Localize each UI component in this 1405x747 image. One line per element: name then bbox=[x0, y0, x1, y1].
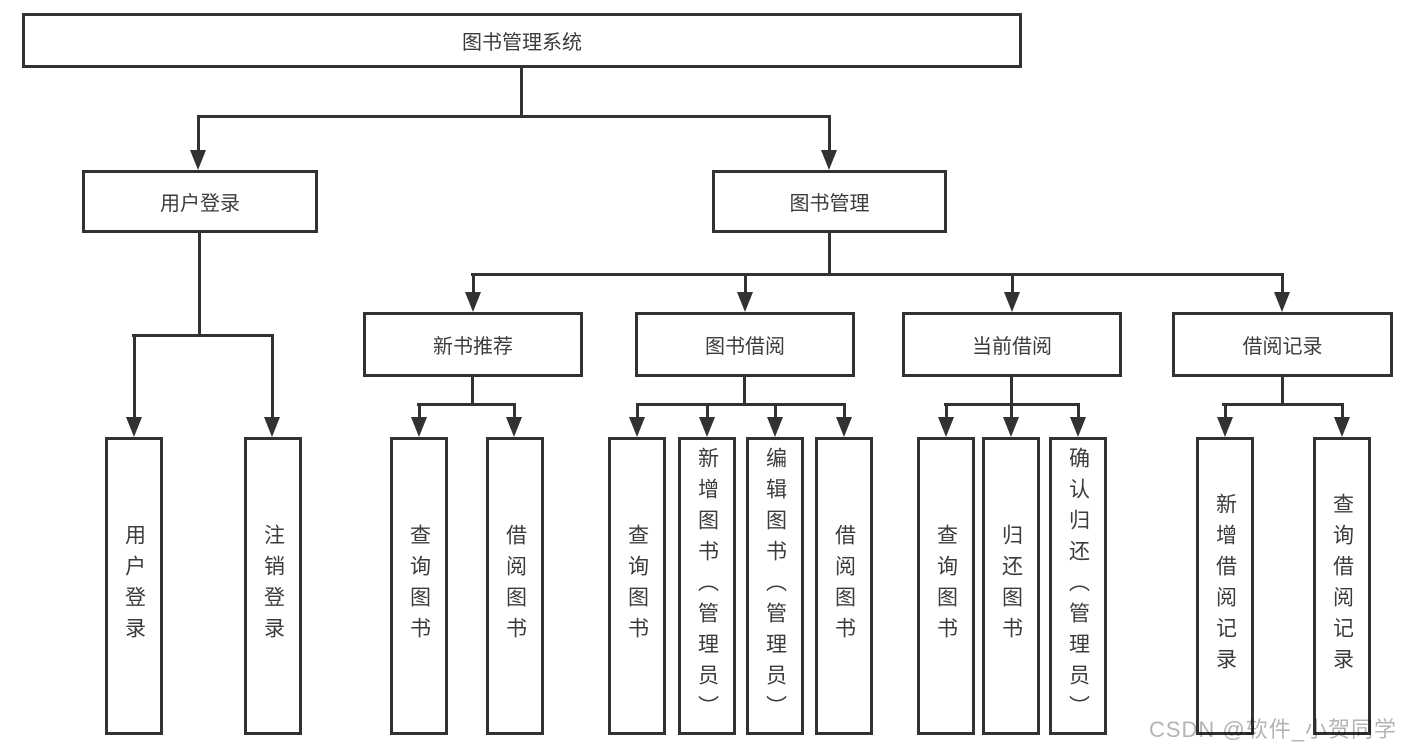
connector-line bbox=[198, 233, 201, 337]
connector-line bbox=[520, 68, 523, 118]
leaf-confirm-return-admin: 确认归还（管理员） bbox=[1049, 437, 1107, 735]
leaf-logout: 注销登录 bbox=[244, 437, 302, 735]
arrow-down-icon bbox=[465, 292, 481, 312]
connector-line bbox=[1341, 403, 1344, 419]
leaf-query-books-recommend: 查询图书 bbox=[390, 437, 448, 735]
connector-line bbox=[828, 233, 831, 276]
leaf-return-book: 归还图书 bbox=[982, 437, 1040, 735]
connector-line bbox=[471, 377, 474, 406]
connector-line bbox=[471, 273, 1284, 276]
arrow-down-icon bbox=[737, 292, 753, 312]
node-user-login: 用户登录 bbox=[82, 170, 318, 233]
connector-line bbox=[417, 403, 516, 406]
arrow-down-icon bbox=[938, 417, 954, 437]
leaf-query-books-borrowing: 查询图书 bbox=[608, 437, 666, 735]
connector-line bbox=[843, 403, 846, 419]
arrow-down-icon bbox=[1070, 417, 1086, 437]
leaf-user-login: 用户登录 bbox=[105, 437, 163, 735]
arrow-down-icon bbox=[699, 417, 715, 437]
connector-line bbox=[513, 403, 516, 419]
connector-line bbox=[706, 403, 709, 419]
connector-line bbox=[828, 115, 831, 152]
leaf-borrow-books-borrowing: 借阅图书 bbox=[815, 437, 873, 735]
connector-line bbox=[1011, 273, 1014, 294]
connector-line bbox=[271, 334, 274, 419]
node-borrow-records: 借阅记录 bbox=[1172, 312, 1393, 377]
connector-line bbox=[1222, 403, 1343, 406]
node-root: 图书管理系统 bbox=[22, 13, 1022, 68]
connector-line bbox=[945, 403, 948, 419]
connector-line bbox=[197, 115, 200, 152]
node-new-book-recommend: 新书推荐 bbox=[363, 312, 583, 377]
connector-line bbox=[472, 273, 475, 294]
leaf-query-books-current: 查询图书 bbox=[917, 437, 975, 735]
arrow-down-icon bbox=[836, 417, 852, 437]
leaf-add-book-admin: 新增图书（管理员） bbox=[678, 437, 736, 735]
arrow-down-icon bbox=[506, 417, 522, 437]
arrow-down-icon bbox=[1274, 292, 1290, 312]
connector-line bbox=[636, 403, 639, 419]
connector-line bbox=[132, 334, 274, 337]
connector-line bbox=[744, 273, 747, 294]
arrow-down-icon bbox=[126, 417, 142, 437]
arrow-down-icon bbox=[767, 417, 783, 437]
connector-line bbox=[133, 334, 136, 419]
arrow-down-icon bbox=[629, 417, 645, 437]
arrow-down-icon bbox=[1334, 417, 1350, 437]
connector-line bbox=[743, 377, 746, 406]
leaf-borrow-books-recommend: 借阅图书 bbox=[486, 437, 544, 735]
connector-line bbox=[636, 403, 846, 406]
connector-line bbox=[1224, 403, 1227, 419]
connector-line bbox=[1010, 403, 1013, 419]
arrow-down-icon bbox=[1004, 292, 1020, 312]
connector-line bbox=[774, 403, 777, 419]
arrow-down-icon bbox=[411, 417, 427, 437]
arrow-down-icon bbox=[264, 417, 280, 437]
arrow-down-icon bbox=[1217, 417, 1233, 437]
node-book-borrowing: 图书借阅 bbox=[635, 312, 855, 377]
connector-line bbox=[418, 403, 421, 419]
node-book-management: 图书管理 bbox=[712, 170, 947, 233]
connector-line bbox=[1281, 273, 1284, 294]
leaf-query-borrow-record: 查询借阅记录 bbox=[1313, 437, 1371, 735]
node-current-borrowing: 当前借阅 bbox=[902, 312, 1122, 377]
connector-line bbox=[1010, 377, 1013, 406]
leaf-add-borrow-record: 新增借阅记录 bbox=[1196, 437, 1254, 735]
leaf-edit-book-admin: 编辑图书（管理员） bbox=[746, 437, 804, 735]
arrow-down-icon bbox=[1003, 417, 1019, 437]
connector-line bbox=[197, 115, 831, 118]
arrow-down-icon bbox=[821, 150, 837, 170]
connector-line bbox=[1077, 403, 1080, 419]
arrow-down-icon bbox=[190, 150, 206, 170]
watermark: CSDN @软件_小贺同学 bbox=[1148, 717, 1397, 742]
connector-line bbox=[1281, 377, 1284, 406]
